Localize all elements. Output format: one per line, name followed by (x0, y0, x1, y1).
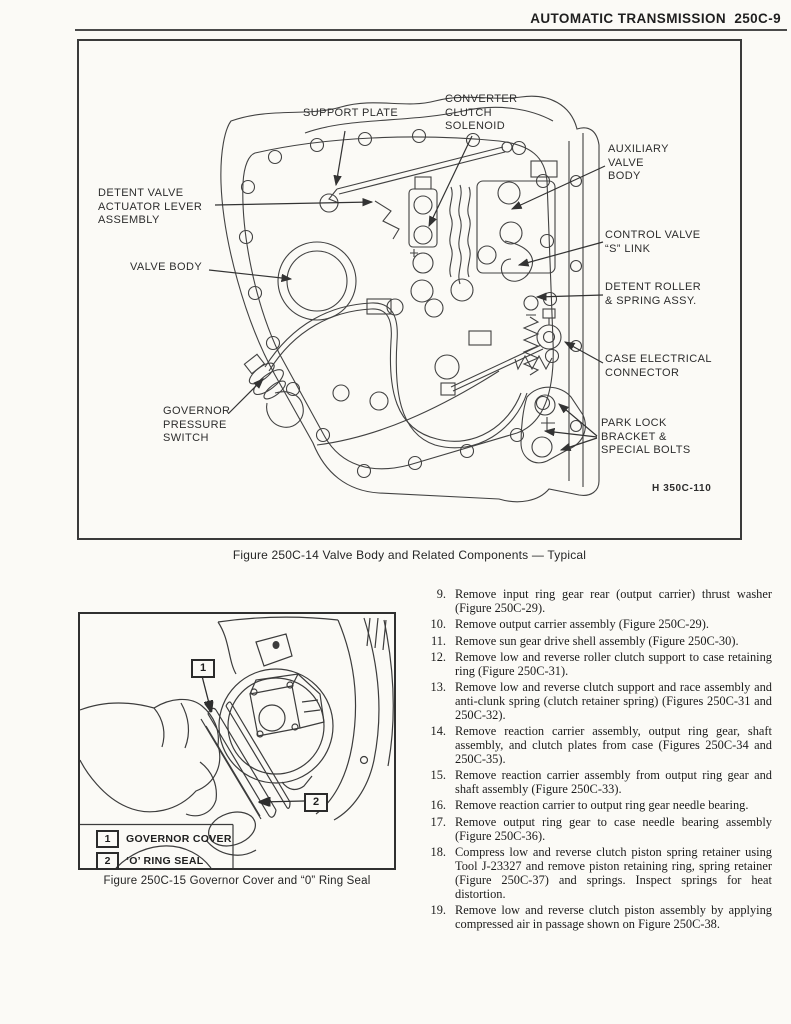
valve-body-diagram (208, 95, 606, 503)
step-15: 15. Remove reaction carrier assembly from… (420, 768, 773, 797)
figure-250c-15-caption: Figure 250C-15 Governor Cover and “0” Ri… (103, 875, 371, 887)
label-governor-pressure-switch: GOVERNOR PRESSURE SWITCH (163, 405, 231, 444)
label-auxiliary-valve-body: AUXILIARY VALVE BODY (608, 143, 669, 182)
step-text: Remove reaction carrier assembly, output… (455, 724, 772, 766)
step-10: 10. Remove output carrier assembly (Figur… (420, 617, 772, 632)
legend-label-o-ring-seal: ‘O’ RING SEAL (126, 855, 204, 867)
drawing-number: H 350C-110 (652, 483, 712, 494)
label-park-lock-bracket: PARK LOCK BRACKET & SPECIAL BOLTS (601, 417, 691, 456)
page-header-title: AUTOMATIC TRANSMISSION 250C-9 (530, 11, 781, 26)
disassembly-steps-list: 9. Remove input ring gear rear (output ca… (420, 587, 773, 934)
callout-1: 1 (191, 659, 215, 678)
step-17: 17. Remove output ring gear to case needl… (420, 814, 773, 844)
step-number: 9. (436, 587, 446, 601)
figure-250c-14-caption: Figure 250C-14 Valve Body and Related Co… (232, 548, 587, 562)
legend-label-governor-cover: GOVERNOR COVER (126, 833, 232, 845)
step-9: 9. Remove input ring gear rear (output ca… (420, 587, 772, 616)
step-number: 13. (430, 680, 447, 694)
step-11: 11. Remove sun gear drive shell assembly … (420, 633, 772, 649)
step-text: Remove output ring gear to case needle b… (455, 814, 772, 843)
label-detent-valve-actuator: DETENT VALVE ACTUATOR LEVER ASSEMBLY (98, 187, 203, 226)
step-text: Remove low and reverse roller clutch sup… (455, 649, 772, 678)
step-number: 16. (430, 798, 447, 813)
step-text: Remove output carrier assembly (Figure 2… (455, 617, 709, 632)
step-text: Compress low and reverse clutch piston s… (455, 844, 772, 901)
step-number: 11. (430, 633, 446, 648)
figure-250c-15: 1 2 1 GOVERNOR COVER 2 ‘O’ RING SEAL (78, 612, 396, 870)
step-number: 14. (430, 724, 447, 739)
label-case-electrical-connector: CASE ELECTRICAL CONNECTOR (605, 353, 712, 379)
governor-cover-diagram (80, 616, 394, 868)
label-converter-clutch-solenoid: CONVERTER CLUTCH SOLENOID (445, 93, 518, 132)
step-number: 19. (430, 902, 447, 917)
figure-250c-14: SUPPORT PLATE CONVERTER CLUTCH SOLENOID … (77, 39, 742, 540)
header-rule (75, 29, 787, 31)
step-number: 10. (430, 617, 447, 632)
label-support-plate: SUPPORT PLATE (303, 107, 399, 119)
legend-num-1: 1 (96, 830, 119, 848)
step-number: 18. (430, 844, 447, 859)
step-number: 17. (430, 814, 447, 829)
callout-2: 2 (304, 793, 328, 812)
label-control-valve-s-link: CONTROL VALVE “S” LINK (605, 229, 701, 255)
step-16: 16. Remove reaction carrier to output rin… (420, 799, 772, 813)
label-detent-roller-spring: DETENT ROLLER & SPRING ASSY. (605, 281, 702, 307)
step-19: 19. Remove low and reverse clutch piston … (420, 902, 773, 932)
label-valve-body: VALVE BODY (130, 261, 203, 273)
step-text: Remove reaction carrier to output ring g… (455, 798, 749, 813)
step-text: Remove input ring gear rear (output carr… (455, 587, 772, 615)
step-text: Remove low and reverse clutch piston ass… (455, 902, 772, 931)
step-text: Remove reaction carrier assembly from ou… (455, 768, 772, 797)
step-number: 12. (430, 649, 447, 664)
step-12: 12. Remove low and reverse roller clutch … (420, 649, 773, 679)
step-18: 18. Compress low and reverse clutch pisto… (420, 844, 773, 902)
step-text: Remove sun gear drive shell assembly (Fi… (455, 633, 739, 648)
step-13: 13. Remove low and reverse clutch support… (420, 680, 773, 723)
step-number: 15. (430, 768, 447, 783)
legend-num-2: 2 (96, 852, 119, 870)
step-14: 14. Remove reaction carrier assembly, out… (420, 724, 773, 767)
step-text: Remove low and reverse clutch support an… (455, 680, 772, 722)
